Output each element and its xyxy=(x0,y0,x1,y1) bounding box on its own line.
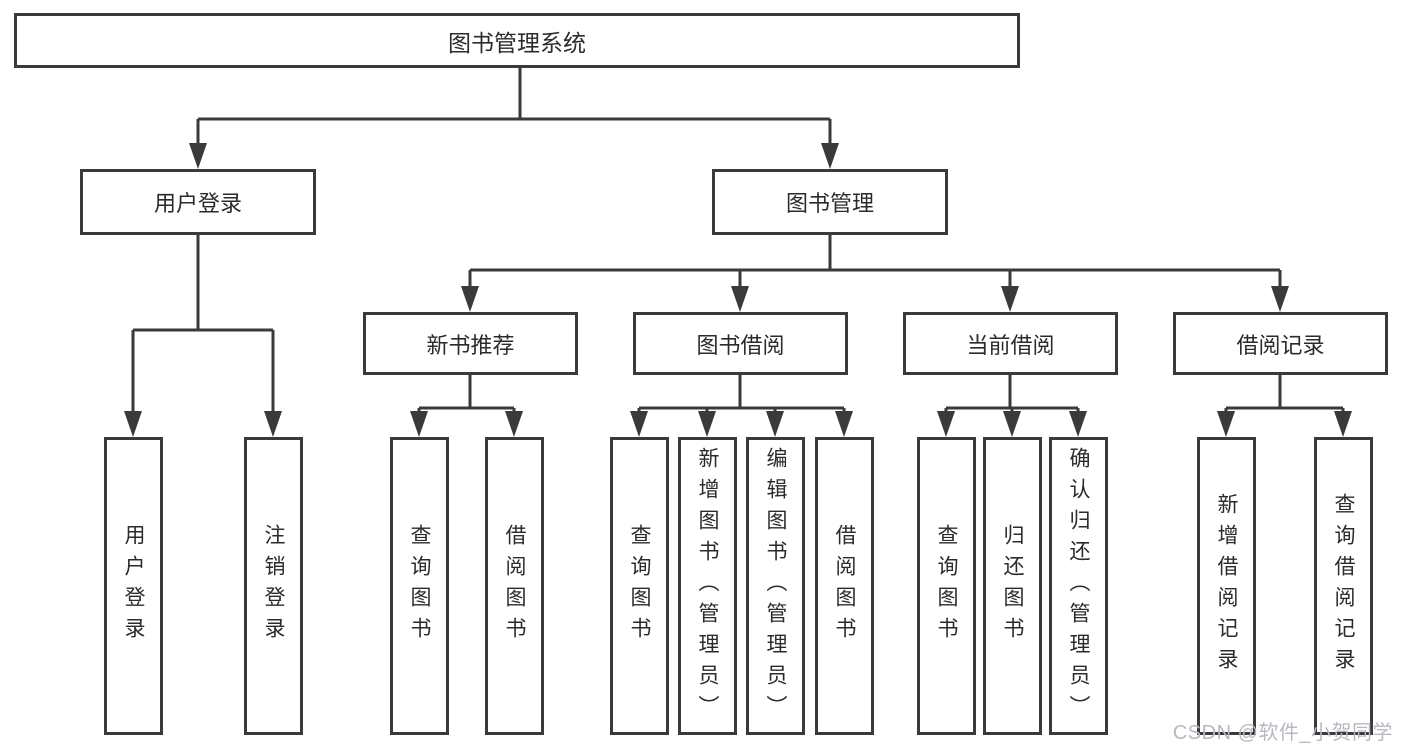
node-label: 新增图书（管理员） xyxy=(696,446,719,726)
node-user-login: 用户登录 xyxy=(80,169,316,235)
node-label: 确认归还（管理员） xyxy=(1067,446,1090,726)
arrowhead xyxy=(698,411,716,437)
connector-book-borrowing-to-leaves xyxy=(630,375,853,437)
arrowhead xyxy=(1001,286,1019,312)
node-label: 注销登录 xyxy=(262,524,285,648)
arrowhead xyxy=(505,411,523,437)
arrowhead xyxy=(189,143,207,169)
node-label: 新书推荐 xyxy=(426,332,515,358)
node-label: 借阅记录 xyxy=(1236,332,1325,358)
leaf-logout: 注销登录 xyxy=(244,437,303,735)
arrowhead xyxy=(1003,411,1021,437)
node-label: 当前借阅 xyxy=(966,332,1055,358)
arrowhead xyxy=(821,143,839,169)
node-current-borrowing: 当前借阅 xyxy=(903,312,1118,375)
arrowhead xyxy=(1069,411,1087,437)
node-label: 借阅图书 xyxy=(503,524,526,648)
node-book-borrowing: 图书借阅 xyxy=(633,312,848,375)
node-label: 用户登录 xyxy=(122,524,145,648)
node-label: 查询图书 xyxy=(628,524,651,648)
arrowhead xyxy=(835,411,853,437)
connector-current-borrowing-to-leaves xyxy=(937,375,1087,437)
connector-new-book-recommend-to-leaves xyxy=(410,375,523,437)
arrowhead xyxy=(937,411,955,437)
node-label: 图书借阅 xyxy=(696,332,785,358)
node-label: 归还图书 xyxy=(1001,524,1024,648)
node-book-management: 图书管理 xyxy=(712,169,948,235)
node-label: 图书管理 xyxy=(785,191,874,216)
arrowhead xyxy=(630,411,648,437)
arrowhead xyxy=(410,411,428,437)
arrowhead xyxy=(731,286,749,312)
leaf-query-books-1: 查询图书 xyxy=(390,437,449,735)
node-label: 编辑图书（管理员） xyxy=(764,446,787,726)
node-label: 新增借阅记录 xyxy=(1215,493,1238,679)
connector-borrowing-records-to-leaves xyxy=(1217,375,1352,437)
node-root-system: 图书管理系统 xyxy=(14,13,1020,68)
leaf-borrow-books-1: 借阅图书 xyxy=(485,437,544,735)
leaf-query-borrow-record: 查询借阅记录 xyxy=(1314,437,1373,735)
node-label: 用户登录 xyxy=(153,191,242,216)
node-label: 借阅图书 xyxy=(833,524,856,648)
leaf-return-books: 归还图书 xyxy=(983,437,1042,735)
arrowhead xyxy=(124,411,142,437)
arrowhead xyxy=(1217,411,1235,437)
arrowhead xyxy=(264,411,282,437)
node-label: 查询图书 xyxy=(408,524,431,648)
connector-root-to-level2 xyxy=(189,68,839,169)
leaf-borrow-books-2: 借阅图书 xyxy=(815,437,874,735)
connector-book-management-to-level3 xyxy=(461,235,1289,312)
node-borrowing-records: 借阅记录 xyxy=(1173,312,1388,375)
leaf-user-login: 用户登录 xyxy=(104,437,163,735)
leaf-query-books-2: 查询图书 xyxy=(610,437,669,735)
leaf-edit-books-admin: 编辑图书（管理员） xyxy=(746,437,805,735)
node-label: 图书管理系统 xyxy=(448,29,586,56)
arrowhead xyxy=(1271,286,1289,312)
node-label: 查询图书 xyxy=(935,524,958,648)
leaf-add-books-admin: 新增图书（管理员） xyxy=(678,437,737,735)
leaf-confirm-return-admin: 确认归还（管理员） xyxy=(1049,437,1108,735)
node-label: 查询借阅记录 xyxy=(1332,493,1355,679)
leaf-add-borrow-record: 新增借阅记录 xyxy=(1197,437,1256,735)
arrowhead xyxy=(766,411,784,437)
leaf-query-books-3: 查询图书 xyxy=(917,437,976,735)
arrowhead xyxy=(461,286,479,312)
arrowhead xyxy=(1334,411,1352,437)
connector-user-login-to-leaves xyxy=(124,235,282,437)
node-new-book-recommend: 新书推荐 xyxy=(363,312,578,375)
